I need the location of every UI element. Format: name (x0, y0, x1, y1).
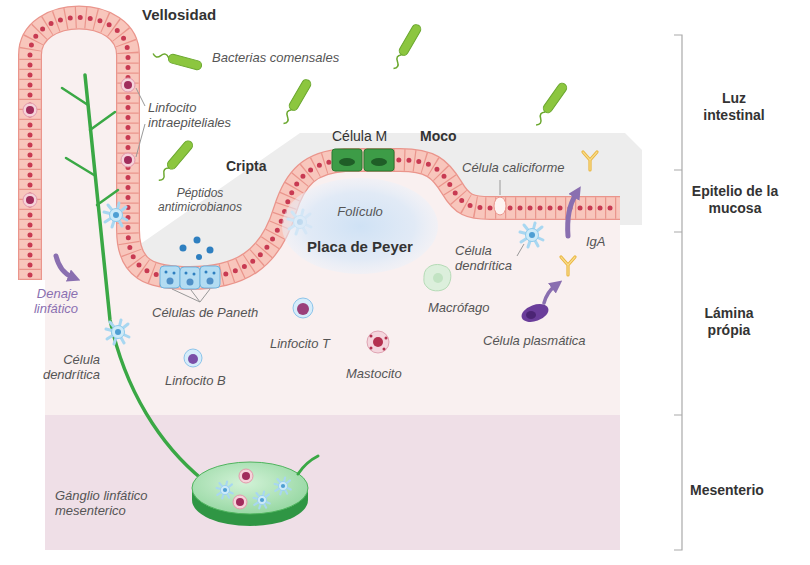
structure-title: Vellosidad (142, 6, 216, 24)
paneth-leaders (172, 289, 210, 302)
m-cells (332, 149, 394, 171)
layer-bracket (674, 35, 682, 550)
peyer-patch: FolículoPlaca de Peyer (282, 178, 438, 274)
paneth-cells (160, 266, 220, 289)
antimicrobial-peptides (180, 237, 214, 261)
goblet-cell (494, 197, 506, 215)
cell-label: Macrófago (428, 300, 489, 315)
cell-label: Célula plasmática (483, 333, 586, 348)
lymphatic-vessel (85, 75, 203, 480)
cell-label: Mastocito (346, 366, 402, 381)
structure-title: Cripta (226, 158, 266, 175)
molecule-label: IgA (586, 234, 606, 249)
mesenteric-lymph-node (192, 456, 318, 526)
layer-label: Mesenterio (690, 482, 764, 499)
cell-label: Célula M (332, 128, 387, 145)
follicle-glow (282, 178, 438, 274)
patch-outline (282, 178, 438, 274)
molecule-label: Péptidos antimicrobianos (150, 186, 250, 214)
plasma-cell (519, 301, 551, 326)
process-label: Denaje linfático (18, 286, 78, 317)
cell-label: Célula caliciforme (462, 160, 565, 175)
cell-label: Linfocito intraepiteliales (148, 100, 243, 131)
macrophage (424, 264, 451, 290)
organ-label: Gánglio linfático mesenterico (55, 488, 170, 519)
b-lymphocyte (184, 349, 202, 367)
layer-label: Lámina própia (694, 305, 764, 338)
bacteria-label: Bacterias comensales (212, 50, 339, 65)
commensal-bacteria (152, 23, 568, 183)
t-lymphocyte (293, 298, 313, 318)
structure-title: Moco (420, 128, 457, 145)
patch-name: Placa de Peyer (307, 238, 413, 256)
iga-antibodies (561, 152, 597, 275)
layer-label: Luz intestinal (694, 90, 774, 123)
mast-cell (367, 331, 389, 353)
epithelium (30, 18, 620, 281)
cell-label: Célula dendrítica (455, 243, 520, 274)
lymphatic-branches (62, 88, 118, 205)
dendritic-leader (517, 244, 524, 256)
lymphocyte-leaders (136, 88, 145, 157)
layer-label: Epitelio de la mucosa (690, 183, 780, 216)
goblet-leader (500, 180, 501, 195)
cell-label: Células de Paneth (152, 305, 258, 320)
intraepithelial-lymphocytes (23, 78, 135, 207)
mesentery-band (45, 415, 620, 550)
cell-label: Linfocito T (270, 336, 330, 351)
cell-label: Célula dendrítica (35, 352, 100, 383)
follicle-label: Folículo (337, 204, 383, 219)
cell-label: Linfocito B (165, 373, 226, 388)
